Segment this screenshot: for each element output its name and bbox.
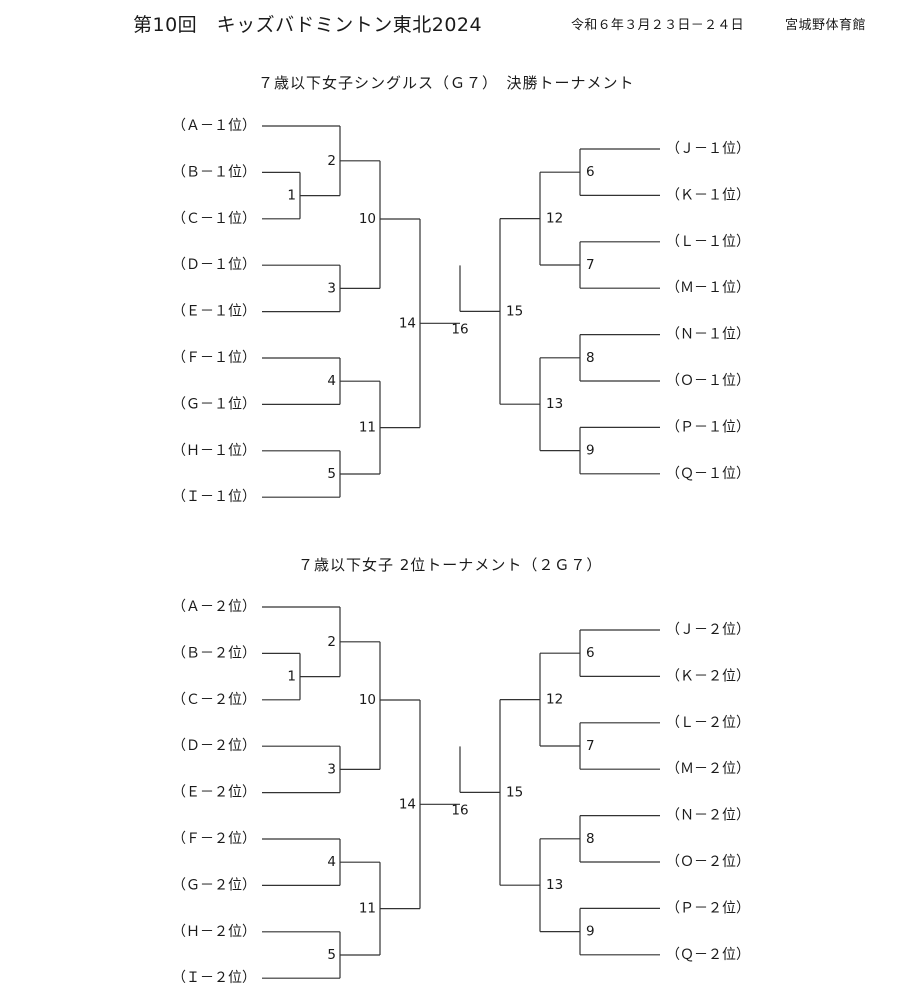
match-number: 14	[399, 796, 416, 812]
match-number: 1	[287, 669, 296, 685]
match-number: 3	[327, 761, 336, 777]
entry-label: （Ｄ－２位）	[172, 738, 256, 754]
match-number: 4	[327, 373, 336, 389]
entry-label: （Ｌ－２位）	[666, 715, 750, 731]
match-number: 8	[586, 350, 595, 366]
match-number: 16	[451, 321, 468, 337]
match-number: 4	[327, 854, 336, 870]
entry-label: （Ｃ－１位）	[172, 211, 256, 227]
match-number: 15	[506, 784, 523, 800]
match-number: 16	[451, 802, 468, 818]
entry-label: （Ａ－１位）	[172, 118, 256, 134]
entry-label: （Ｉ－１位）	[172, 489, 256, 505]
entry-label: （Ｌ－１位）	[666, 234, 750, 250]
entry-label: （Ｈ－２位）	[172, 924, 256, 940]
page-title: 第10回 キッズバドミントン東北2024	[133, 14, 483, 36]
entry-label: （Ｇ－１位）	[172, 396, 256, 412]
entry-label: （Ａ－２位）	[172, 599, 256, 615]
match-number: 9	[586, 924, 595, 940]
section-title-second-place: ７歳以下女子 2位トーナメント（２Ｇ７）	[298, 556, 603, 574]
match-number: 15	[506, 303, 523, 319]
entry-label: （Ｐ－１位）	[666, 419, 750, 435]
match-number: 2	[327, 634, 336, 650]
entry-label: （Ｈ－１位）	[172, 443, 256, 459]
entry-label: （Ｉ－２位）	[172, 970, 256, 986]
entry-label: （Ｏ－２位）	[666, 854, 750, 870]
entry-label: （Ｊ－２位）	[666, 622, 750, 638]
event-venue: 宮城野体育館	[785, 18, 867, 33]
entry-label: （Ｑ－２位）	[666, 947, 750, 963]
match-number: 10	[359, 692, 376, 708]
match-number: 6	[586, 164, 595, 180]
entry-label: （Ｆ－２位）	[172, 831, 256, 847]
match-number: 13	[546, 877, 563, 893]
match-number: 12	[546, 692, 563, 708]
entry-label: （Ｎ－２位）	[666, 808, 750, 824]
match-number: 14	[399, 315, 416, 331]
match-number: 6	[586, 645, 595, 661]
match-number: 11	[359, 420, 376, 436]
entry-label: （Ｅ－１位）	[172, 304, 256, 320]
match-number: 8	[586, 831, 595, 847]
entry-label: （Ｍ－２位）	[666, 761, 750, 777]
entry-label: （Ｂ－１位）	[172, 164, 256, 180]
match-number: 7	[586, 257, 595, 273]
entry-label: （Ｍ－１位）	[666, 280, 750, 296]
entry-label: （Ｅ－２位）	[172, 785, 256, 801]
match-number: 9	[586, 443, 595, 459]
match-number: 13	[546, 396, 563, 412]
entry-label: （Ｋ－１位）	[666, 187, 750, 203]
section-title-finals: ７歳以下女子シングルス（Ｇ７） 決勝トーナメント	[258, 74, 635, 92]
entry-label: （Ｐ－２位）	[666, 900, 750, 916]
match-number: 11	[359, 901, 376, 917]
entry-label: （Ｑ－１位）	[666, 466, 750, 482]
entry-label: （Ｄ－１位）	[172, 257, 256, 273]
entry-label: （Ｃ－２位）	[172, 692, 256, 708]
match-number: 5	[327, 466, 336, 482]
match-number: 2	[327, 153, 336, 169]
entry-label: （Ｇ－２位）	[172, 877, 256, 893]
match-number: 10	[359, 211, 376, 227]
match-number: 5	[327, 947, 336, 963]
entry-label: （Ｏ－１位）	[666, 373, 750, 389]
match-number: 3	[327, 280, 336, 296]
entry-label: （Ｂ－２位）	[172, 645, 256, 661]
match-number: 1	[287, 188, 296, 204]
entry-label: （Ｎ－１位）	[666, 327, 750, 343]
entry-label: （Ｊ－１位）	[666, 141, 750, 157]
match-number: 7	[586, 738, 595, 754]
entry-label: （Ｋ－２位）	[666, 668, 750, 684]
event-date: 令和６年３月２３日－２４日	[571, 18, 744, 33]
entry-label: （Ｆ－１位）	[172, 350, 256, 366]
match-number: 12	[546, 211, 563, 227]
